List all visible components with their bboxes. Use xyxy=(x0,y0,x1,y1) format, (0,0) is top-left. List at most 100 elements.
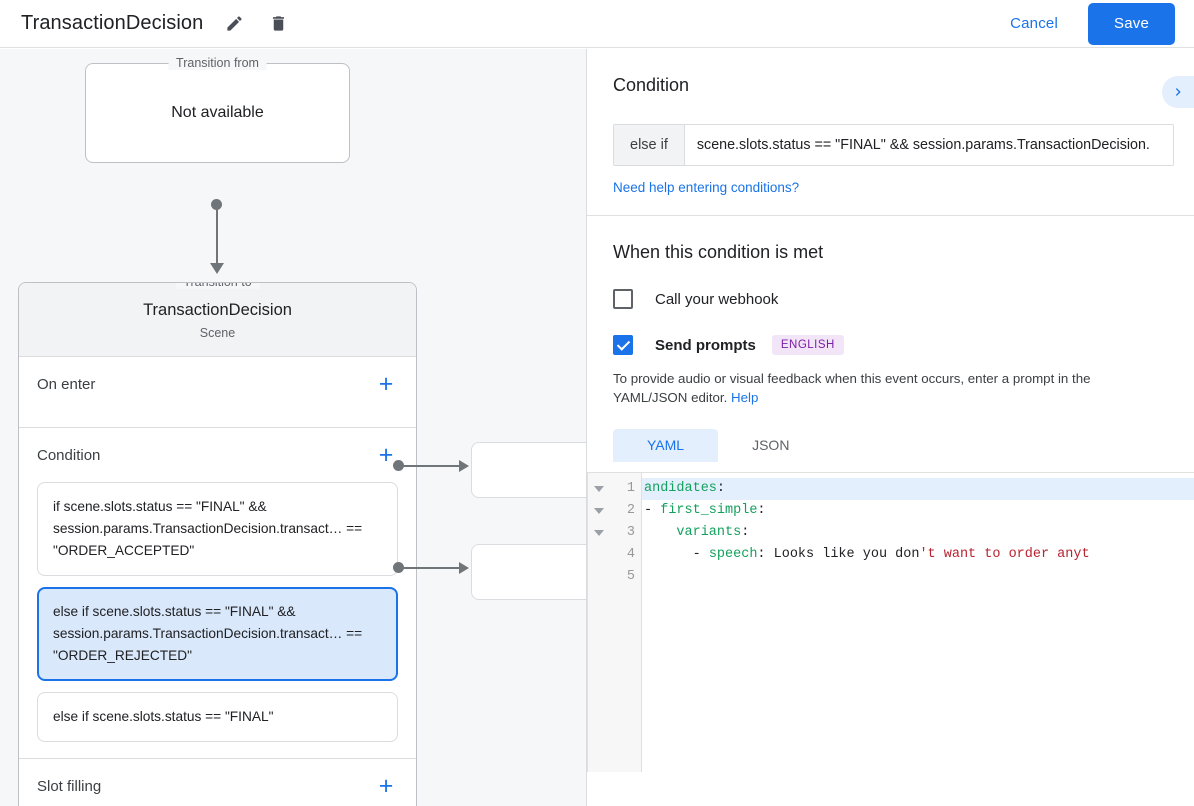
code-token: : xyxy=(741,525,750,540)
target-node-accepted[interactable] xyxy=(471,442,586,498)
gutter-line[interactable]: 5 xyxy=(588,566,641,588)
edge-dot-rejected xyxy=(393,562,404,573)
code-token: speech xyxy=(708,547,758,562)
line-number: 2 xyxy=(626,503,635,518)
condition-item[interactable]: else if scene.slots.status == "FINAL" xyxy=(37,692,398,742)
line-number: 5 xyxy=(626,569,635,584)
pencil-icon-glyph xyxy=(227,16,242,31)
code-line[interactable]: andidates: xyxy=(642,478,1194,500)
scene-header: TransactionDecision Scene xyxy=(19,283,416,357)
editor-code-area[interactable]: andidates:- first_simple: variants: - sp… xyxy=(642,473,1194,772)
top-bar: TransactionDecision Cancel Save xyxy=(0,0,1194,48)
condition-input-row[interactable]: else if xyxy=(613,124,1174,166)
code-token: variants xyxy=(676,525,742,540)
code-line[interactable] xyxy=(642,566,1194,588)
page-title: TransactionDecision xyxy=(21,12,204,34)
prompts-helper-text: To provide audio or visual feedback when… xyxy=(613,369,1168,407)
line-number: 4 xyxy=(626,547,635,562)
call-webhook-checkbox[interactable] xyxy=(613,289,633,309)
connector-line xyxy=(216,204,218,266)
transition-to-legend: Transition to xyxy=(175,283,260,289)
section-on-enter: On enter + xyxy=(19,357,416,428)
section-condition: Condition + if scene.slots.status == "FI… xyxy=(19,428,416,759)
condition-prefix-label: else if xyxy=(614,125,685,165)
section-title-condition: Condition xyxy=(37,446,101,464)
code-line[interactable]: - speech: Looks like you don't want to o… xyxy=(642,544,1194,566)
add-condition-button[interactable]: + xyxy=(378,440,394,469)
code-token: andidates xyxy=(644,481,717,496)
code-token: 't want to order anyt xyxy=(919,547,1090,562)
fold-arrow-icon[interactable] xyxy=(594,530,604,536)
topbar-actions: Cancel Save xyxy=(996,2,1194,45)
target-node-rejected[interactable] xyxy=(471,544,586,600)
code-token xyxy=(644,525,676,540)
section-header: Condition + xyxy=(37,428,398,482)
detail-panel: Condition else if Need help entering con… xyxy=(587,49,1194,806)
transition-to-node[interactable]: Transition to TransactionDecision Scene … xyxy=(18,282,417,806)
section-header: On enter + xyxy=(37,357,398,411)
trash-icon-glyph xyxy=(272,16,284,31)
fold-arrow-icon[interactable] xyxy=(594,508,604,514)
trash-icon[interactable] xyxy=(265,11,291,37)
section-title-on-enter: On enter xyxy=(37,375,96,393)
send-prompts-label: Send prompts xyxy=(655,336,756,354)
language-badge: ENGLISH xyxy=(771,335,844,355)
gutter-line[interactable]: 3 xyxy=(588,522,641,544)
scene-subtitle: Scene xyxy=(199,326,236,340)
condition-heading: Condition xyxy=(613,75,690,95)
scene-name: TransactionDecision xyxy=(143,301,292,319)
code-line[interactable]: variants: xyxy=(642,522,1194,544)
code-token: : xyxy=(757,547,774,562)
edge-dot-accepted xyxy=(393,460,404,471)
code-token: Looks like you don xyxy=(773,547,920,562)
connector-arrow xyxy=(210,263,224,274)
section-title-slot-filling: Slot filling xyxy=(37,777,102,795)
tab-yaml[interactable]: YAML xyxy=(613,429,719,462)
condition-item-selected[interactable]: else if scene.slots.status == "FINAL" &&… xyxy=(37,587,398,681)
add-slot-filling-button[interactable]: + xyxy=(378,771,394,800)
condition-input[interactable] xyxy=(684,125,1173,165)
edge-arrow-rejected xyxy=(459,562,469,574)
edge-line-rejected xyxy=(399,567,461,569)
panel-divider[interactable] xyxy=(586,49,587,806)
editor-gutter: 1 2 3 4 5 xyxy=(588,473,642,772)
gutter-line[interactable]: 1 xyxy=(588,478,641,500)
code-token: : xyxy=(716,481,726,496)
send-prompts-checkbox[interactable] xyxy=(613,335,633,355)
add-on-enter-button[interactable]: + xyxy=(378,369,394,398)
condition-section: Condition else if Need help entering con… xyxy=(587,49,1194,216)
code-token: first_simple xyxy=(660,503,758,518)
transition-from-value: Not available xyxy=(171,104,264,121)
section-slot-filling: Slot filling + Slot validation xyxy=(19,759,416,806)
save-button[interactable]: Save xyxy=(1088,2,1175,45)
gutter-line[interactable]: 2 xyxy=(588,500,641,522)
send-prompts-row[interactable]: Send prompts ENGLISH xyxy=(613,335,1168,355)
code-token: - xyxy=(644,547,709,562)
gutter-line[interactable]: 4 xyxy=(588,544,641,566)
editor-format-tabs: YAML JSON xyxy=(613,429,1168,462)
code-token: : xyxy=(757,503,766,518)
pencil-icon[interactable] xyxy=(221,11,247,37)
code-token: - xyxy=(644,503,661,518)
chevron-right-icon[interactable] xyxy=(1162,76,1194,108)
line-number: 3 xyxy=(626,525,635,540)
condition-help-link[interactable]: Need help entering conditions? xyxy=(613,180,800,195)
code-line[interactable]: - first_simple: xyxy=(642,500,1194,522)
section-header: Slot filling + xyxy=(37,759,398,806)
tab-json[interactable]: JSON xyxy=(752,437,790,453)
when-condition-met-section: When this condition is met Call your web… xyxy=(587,216,1194,462)
edge-line-accepted xyxy=(399,465,461,467)
fold-arrow-icon[interactable] xyxy=(594,486,604,492)
condition-item[interactable]: if scene.slots.status == "FINAL" && sess… xyxy=(37,482,398,576)
prompts-helper-sentence: To provide audio or visual feedback when… xyxy=(613,371,1091,405)
line-number: 1 xyxy=(626,481,635,496)
when-condition-met-heading: When this condition is met xyxy=(613,242,824,262)
transition-from-node[interactable]: Transition from Not available xyxy=(85,56,350,163)
cancel-button[interactable]: Cancel xyxy=(996,7,1072,40)
webhook-row[interactable]: Call your webhook xyxy=(613,289,1168,309)
transition-from-legend: Transition from xyxy=(168,56,267,70)
edge-arrow-accepted xyxy=(459,460,469,472)
code-editor[interactable]: 1 2 3 4 5 andidates:- first_simple: vari… xyxy=(587,472,1194,772)
graph-canvas[interactable]: Transition from Not available Transition… xyxy=(0,49,586,806)
prompts-help-link[interactable]: Help xyxy=(731,390,759,405)
